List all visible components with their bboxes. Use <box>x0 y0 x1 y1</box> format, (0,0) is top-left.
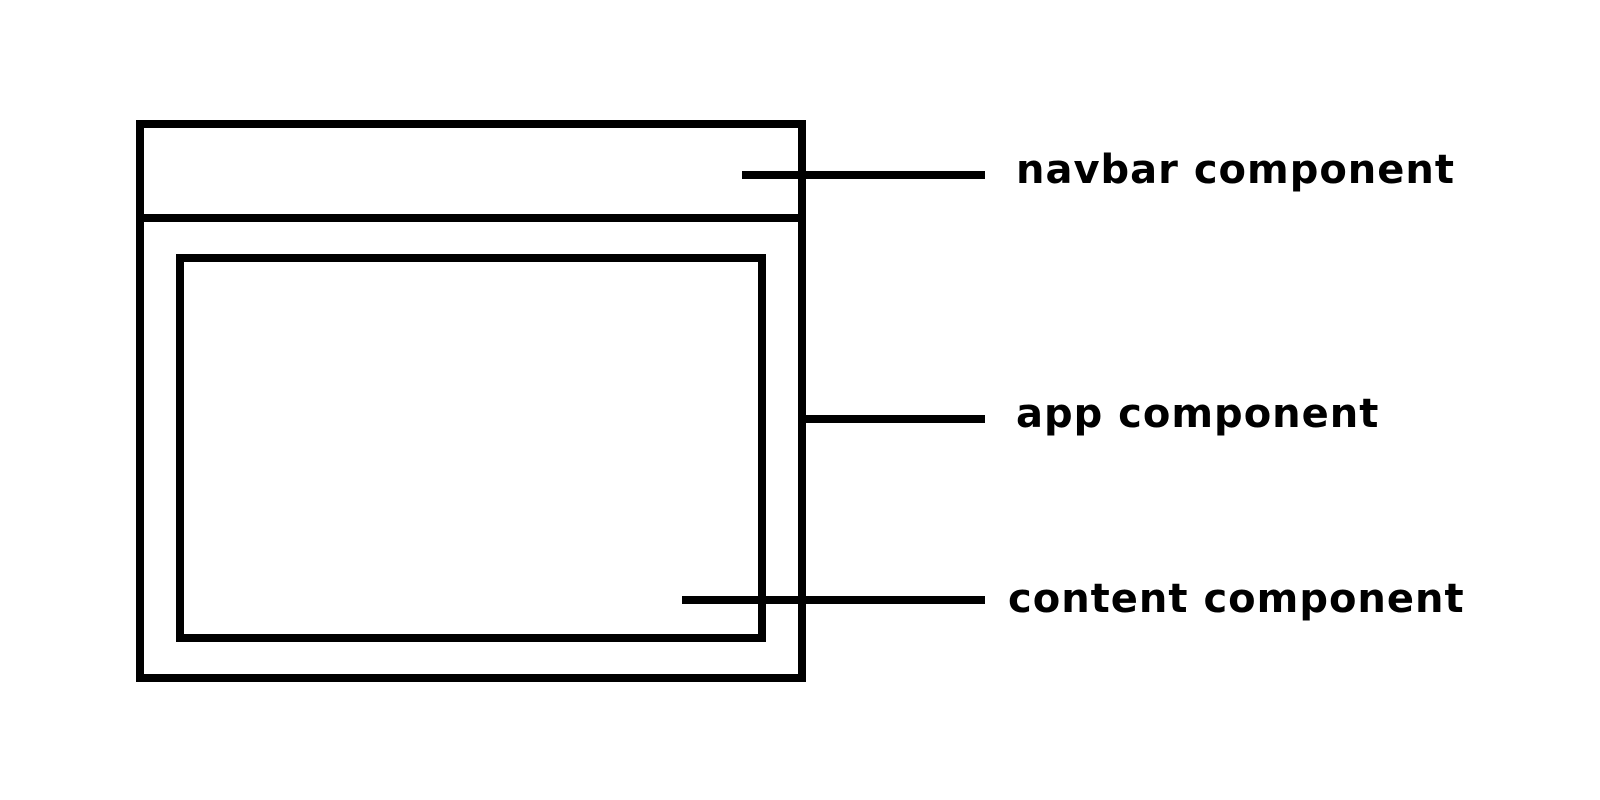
app-component-label: app component <box>1016 391 1379 437</box>
navbar-component-label: navbar component <box>1016 147 1455 193</box>
content-component-box <box>176 254 766 642</box>
content-component-label: content component <box>1008 576 1465 622</box>
app-component-box <box>136 120 806 682</box>
